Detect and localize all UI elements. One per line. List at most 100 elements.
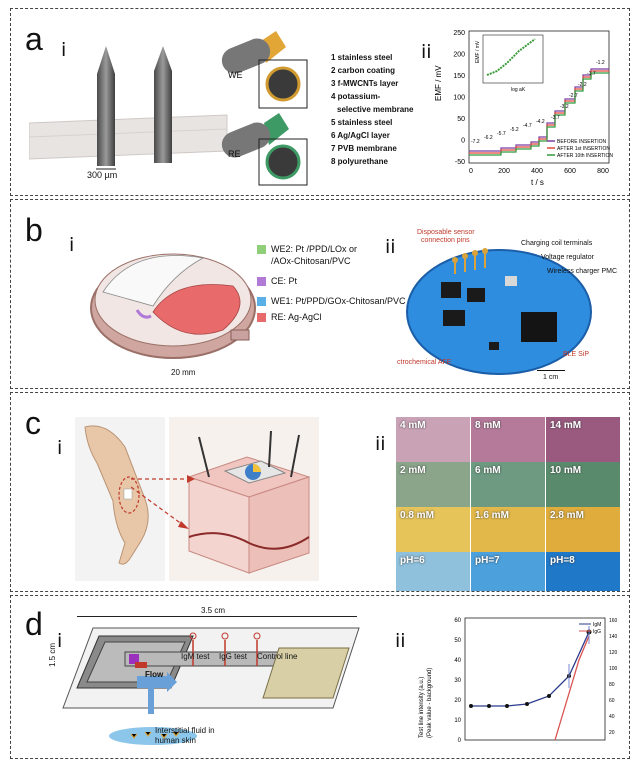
- emf-xtick-label: 0: [469, 168, 473, 175]
- legend-after1: AFTER 1st INSERTION: [557, 146, 610, 152]
- chart-ytick-right-label: 60: [609, 698, 615, 704]
- inset-ylabel: EMF / mV: [475, 40, 481, 63]
- emf-ytick-label: 250: [453, 30, 465, 37]
- emf-step-label: -3.2: [560, 104, 569, 110]
- layer-item: 3 f-MWCNTs layer: [331, 79, 399, 88]
- fluid-label-1: Interstitial fluid in: [155, 726, 215, 735]
- legend-swatch: [257, 276, 266, 286]
- emf-ytick-label: -50: [455, 159, 465, 166]
- emf-step-label: -5.7: [497, 131, 506, 137]
- label-voltage-regulator: Voltage regulator: [541, 254, 594, 261]
- label-ble-sip: BLE SiP: [563, 351, 590, 358]
- layer-item: 7 PVB membrane: [331, 144, 397, 153]
- layer-item: 4 potassium-: [331, 92, 381, 101]
- panel-b: b i 20 mm WE2: Pt /PPD/LOx or /AOx-Chito…: [10, 199, 630, 389]
- panel-b-label: b: [25, 212, 43, 248]
- microneedle-illustration: [29, 46, 228, 170]
- chart-ytick-right-label: 120: [609, 650, 618, 656]
- legend-swatch: [257, 244, 266, 254]
- chart-ytick-right-label: 160: [609, 618, 618, 624]
- panel-a-i-label: i: [61, 39, 67, 61]
- swatch-label: pH=6: [400, 555, 425, 566]
- we-label: WE: [228, 70, 243, 80]
- emf-step-label: -1.7: [587, 71, 596, 77]
- emf-ytick-label: 200: [453, 52, 465, 59]
- legend-text: /AOx-Chitosan/PVC: [271, 256, 351, 266]
- chart-ytick-label: 20: [454, 698, 461, 704]
- label-connection-pins: connection pins: [421, 237, 470, 244]
- label-afe: ctrochemical AFE: [397, 359, 452, 366]
- legend-text: WE1: Pt/PPD/GOx-Chitosan/PVC: [271, 296, 406, 306]
- layer-item: 6 Ag/AgCl layer: [331, 131, 390, 140]
- chart-ytick-label: 40: [454, 658, 461, 664]
- panel-d-i-label: i: [57, 630, 63, 652]
- panel-b-i-label: i: [69, 234, 75, 256]
- color-swatch: 10 mM: [546, 462, 620, 507]
- label-wireless-charger: Wireless charger PMC: [547, 268, 618, 275]
- chart-ytick-right-label: 20: [609, 730, 615, 736]
- control-line-label: Control line: [257, 652, 298, 661]
- legend-text: WE2: Pt /PPD/LOx or: [271, 244, 358, 254]
- chart-ylabel-2: (Peak value - background): [427, 668, 433, 738]
- emf-ytick-label: 50: [457, 116, 465, 123]
- panel-c-ii-label: ii: [375, 433, 386, 455]
- emf-xlabel: t / s: [531, 178, 544, 187]
- legend-igg: IgG: [593, 629, 601, 635]
- electrode-diagram: [221, 31, 308, 186]
- color-swatch: 2.8 mM: [546, 507, 620, 552]
- panel-a: a i 300 µm WE RE 1 stainless steel 2 car…: [10, 8, 630, 196]
- emf-xtick-label: 400: [531, 168, 543, 175]
- panel-a-ii-label: ii: [421, 41, 432, 63]
- emf-ytick-label: 100: [453, 95, 465, 102]
- chart-ylabel-1: Test line intensity (a.u.): [419, 677, 425, 738]
- legend-igm: IgM: [593, 622, 601, 628]
- skin-fluid-droplet: [109, 727, 197, 745]
- width-3-5cm: 3.5 cm: [201, 606, 226, 615]
- color-swatch: 8 mM: [471, 417, 545, 462]
- connector-arrows: [131, 475, 195, 529]
- legend-we2-cont: /AOx-Chitosan/PVC: [271, 256, 351, 266]
- scale-1cm: 1 cm: [543, 374, 559, 381]
- legend-text: CE: Pt: [271, 276, 298, 286]
- swatch-label: 8 mM: [475, 420, 501, 431]
- color-swatch: 1.6 mM: [471, 507, 545, 552]
- width-dimension-line: [77, 616, 357, 617]
- chart-ytick-right-label: 80: [609, 682, 615, 688]
- layer-item: 5 stainless steel: [331, 118, 393, 127]
- emf-xtick-label: 800: [597, 168, 609, 175]
- layer-item: 1 stainless steel: [331, 53, 393, 62]
- swatch-label: 14 mM: [550, 420, 582, 431]
- emf-ytick-label: 0: [461, 138, 465, 145]
- scale-20mm: 20 mm: [171, 368, 196, 377]
- emf-step-label: -3.7: [551, 115, 560, 121]
- igg-test-label: IgG test: [219, 652, 248, 661]
- emf-step-label: -2.7: [569, 93, 578, 99]
- emf-step-label: -6.2: [484, 135, 493, 141]
- layer-item: selective membrane: [337, 105, 414, 114]
- color-swatch: pH=7: [471, 552, 545, 591]
- color-swatch: 2 mM: [396, 462, 470, 507]
- arm-illustration: [75, 417, 165, 581]
- chart-ytick-right-label: 40: [609, 714, 615, 720]
- legend-swatch: [257, 312, 266, 322]
- color-swatch: pH=8: [546, 552, 620, 591]
- panel-d-ii-label: ii: [395, 630, 406, 652]
- emf-ytick-label: 150: [453, 73, 465, 80]
- emf-xtick-label: 200: [498, 168, 510, 175]
- panel-a-label: a: [25, 21, 43, 57]
- legend-after10: AFTER 10th INSERTION: [557, 153, 613, 159]
- inset-xlabel: log aK: [511, 87, 526, 93]
- label-sensor-pins: Disposable sensor: [417, 229, 475, 236]
- chart-ytick-label: 10: [454, 718, 461, 724]
- swatch-label: 6 mM: [475, 465, 501, 476]
- chart-ytick-label: 0: [458, 738, 462, 744]
- panel-b-ii-label: ii: [385, 236, 396, 258]
- scale-bar-300um: 300 µm: [87, 170, 118, 180]
- scale-bar-1cm: [537, 370, 565, 371]
- color-swatch: 0.8 mM: [396, 507, 470, 552]
- emf-chart: EMF / mV t / s 250 200 150 100 50 0 -50 0 200 40…: [434, 30, 613, 187]
- emf-ylabel: EMF / mV: [434, 65, 443, 101]
- legend-we1: WE1: Pt/PPD/GOx-Chitosan/PVC: [257, 296, 406, 306]
